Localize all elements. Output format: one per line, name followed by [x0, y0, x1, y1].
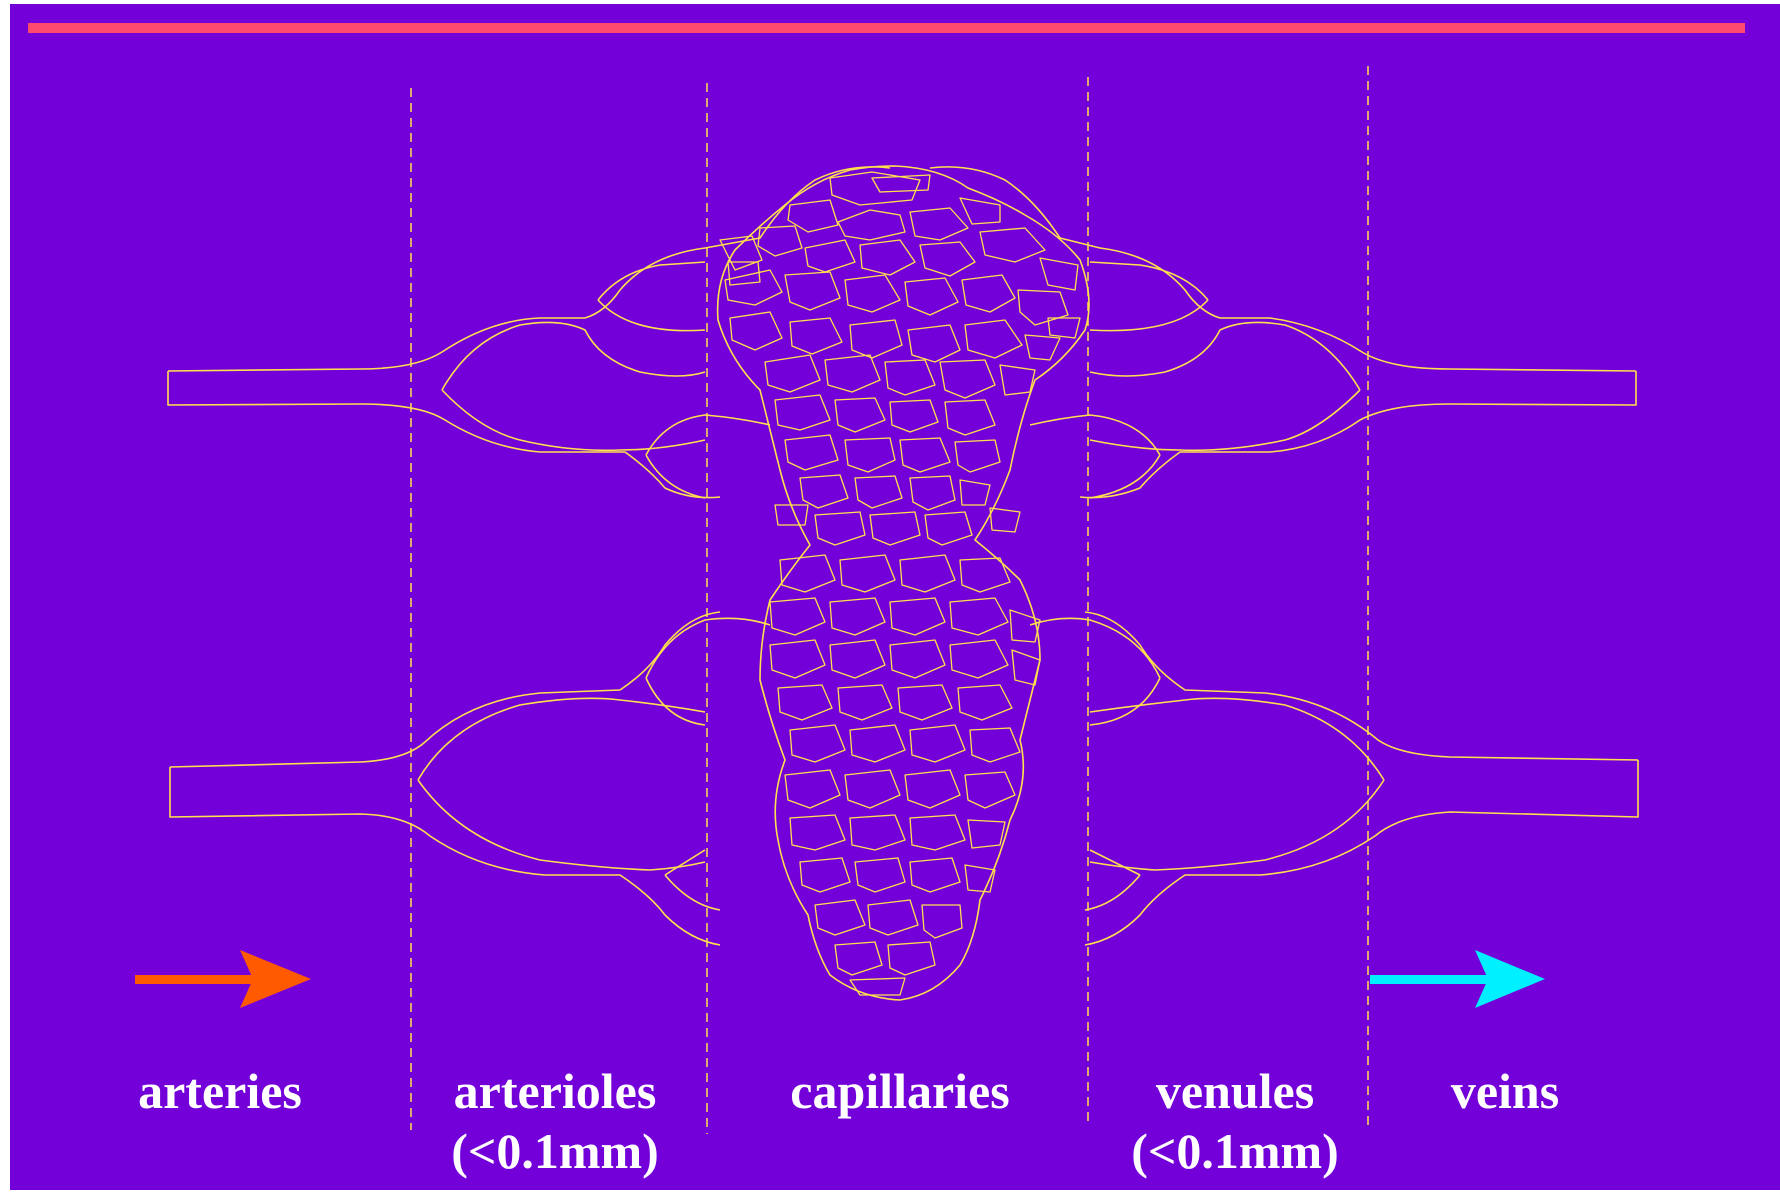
- region-name: capillaries: [790, 1063, 1010, 1119]
- lower-artery-lower-wall: [169, 767, 721, 946]
- upper-venule-inner: [1089, 261, 1209, 332]
- lower-venule-loop: [1089, 697, 1385, 871]
- label-arteries: arteries: [110, 1061, 330, 1121]
- region-name: venules: [1155, 1063, 1315, 1119]
- upper-arteriole-loop: [441, 321, 706, 452]
- region-size: (<0.1mm): [1131, 1123, 1339, 1179]
- capillary-envelope: [716, 165, 1090, 1001]
- upper-artery: [167, 166, 891, 372]
- label-capillaries: capillaries: [760, 1061, 1040, 1121]
- lower-vein: [1084, 611, 1639, 761]
- vessel-outlines: [167, 165, 1639, 1001]
- upper-venule-loop: [1089, 321, 1361, 452]
- artery-flow-arrow: [135, 950, 311, 1008]
- region-size: (<0.1mm): [451, 1123, 659, 1179]
- region-dividers: [410, 66, 1369, 1134]
- label-venules: venules (<0.1mm): [1100, 1061, 1370, 1181]
- lower-artery: [169, 611, 721, 768]
- label-arterioles: arterioles (<0.1mm): [420, 1061, 690, 1181]
- lower-venule-branch: [1084, 849, 1141, 911]
- vein-flow-arrow: [1370, 950, 1545, 1008]
- lower-mid-arteriole: [645, 617, 771, 726]
- arrow-right-icon: [1475, 950, 1545, 1008]
- lower-mid-venule: [1029, 617, 1161, 726]
- upper-vein: [929, 166, 1637, 372]
- upper-vein-lower-wall: [1079, 371, 1637, 499]
- top-bar: [28, 23, 1745, 33]
- upper-mid-arteriole: [645, 414, 771, 499]
- capillary-mesh: [719, 171, 1081, 996]
- upper-artery-lower-wall: [167, 371, 721, 499]
- lower-arteriole-branch: [664, 849, 721, 911]
- arrow-right-icon: [240, 950, 311, 1008]
- region-name: veins: [1450, 1063, 1560, 1119]
- region-name: arteries: [138, 1063, 302, 1119]
- lower-arteriole-loop: [417, 697, 706, 871]
- lower-vein-lower-wall: [1084, 760, 1639, 946]
- label-veins: veins: [1405, 1061, 1605, 1121]
- upper-mid-venule: [1029, 414, 1161, 499]
- upper-arteriole-inner: [597, 261, 706, 332]
- region-name: arterioles: [453, 1063, 657, 1119]
